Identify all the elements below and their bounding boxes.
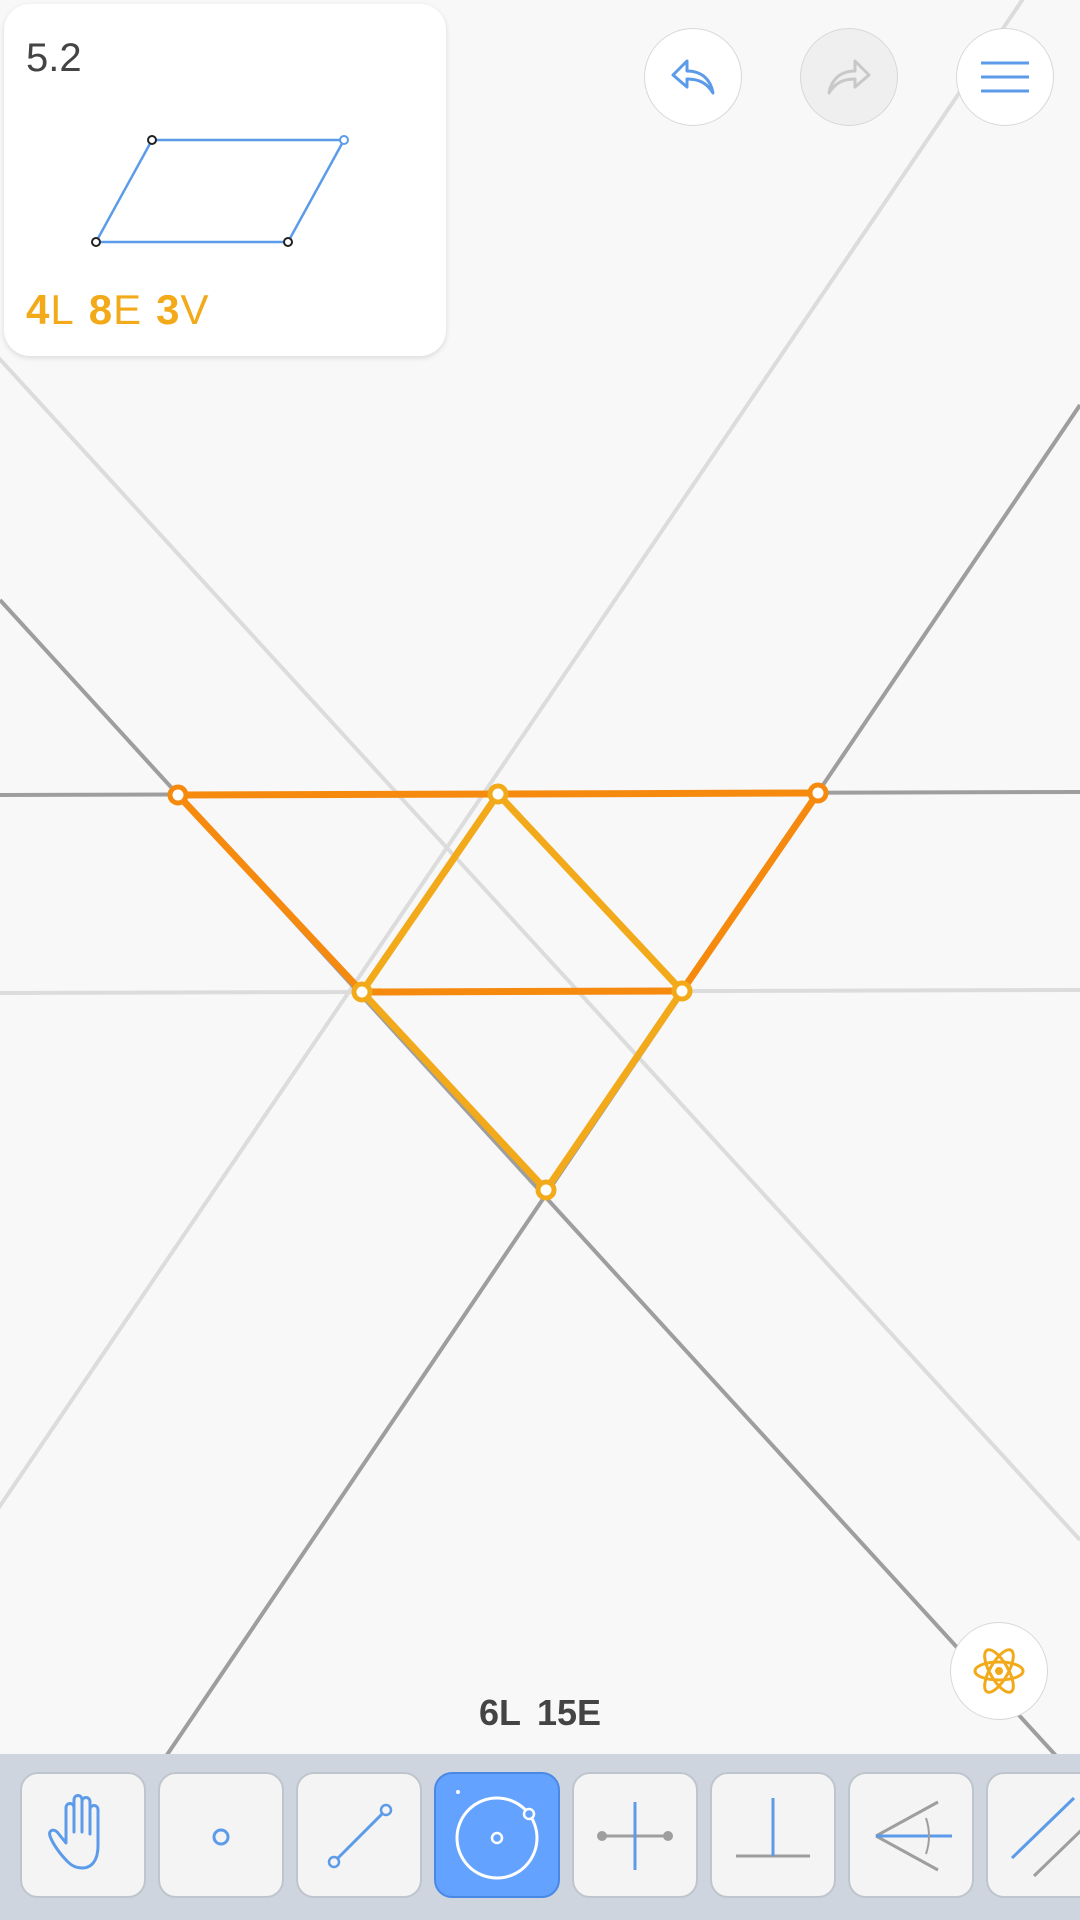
lines-count: 6L xyxy=(478,1692,521,1733)
faint-line xyxy=(0,356,1080,1542)
tool-circle[interactable] xyxy=(434,1772,560,1898)
tool-parallel[interactable] xyxy=(986,1772,1080,1898)
menu-button[interactable] xyxy=(956,28,1054,126)
point[interactable] xyxy=(351,981,373,1003)
circle-icon xyxy=(455,1790,539,1880)
yellow-segment xyxy=(358,988,550,1194)
tool-angle-bisector[interactable] xyxy=(848,1772,974,1898)
undo-icon xyxy=(671,59,715,95)
atom-icon xyxy=(973,1648,1025,1694)
perpendicular-bisector-icon xyxy=(597,1802,673,1870)
orange-segment xyxy=(174,791,366,996)
undo-button[interactable] xyxy=(644,28,742,126)
perpendicular-icon xyxy=(736,1798,810,1858)
point[interactable] xyxy=(487,783,509,805)
level-number: 5.2 xyxy=(26,36,82,80)
toolbar xyxy=(0,1754,1080,1920)
tool-line[interactable] xyxy=(296,1772,422,1898)
parallel-icon xyxy=(1010,1796,1080,1878)
point[interactable] xyxy=(671,980,693,1002)
orange-segment xyxy=(678,789,822,995)
tool-perpendicular-bisector[interactable] xyxy=(572,1772,698,1898)
yellow-segment xyxy=(358,790,502,996)
yellow-segment xyxy=(494,790,686,995)
goal-elements-unit: E xyxy=(113,286,143,333)
point[interactable] xyxy=(535,1179,557,1201)
goal-vertices-value: 3 xyxy=(156,286,181,333)
tool-point[interactable] xyxy=(158,1772,284,1898)
line-icon xyxy=(327,1803,393,1869)
menu-icon xyxy=(981,61,1029,93)
orange-segment xyxy=(358,987,686,996)
tool-move[interactable] xyxy=(20,1772,146,1898)
goal-preview xyxy=(91,135,349,247)
goal-vertices-unit: V xyxy=(180,286,210,333)
tool-perpendicular[interactable] xyxy=(710,1772,836,1898)
point[interactable] xyxy=(807,782,829,804)
redo-icon xyxy=(827,59,871,95)
hint-button[interactable] xyxy=(950,1622,1048,1720)
hand-icon xyxy=(48,1794,100,1870)
angle-bisector-icon xyxy=(875,1800,952,1872)
elements-count: 15E xyxy=(536,1692,602,1733)
goal-lines-value: 4 xyxy=(26,286,51,333)
yellow-segment xyxy=(542,987,686,1194)
faint-line xyxy=(0,0,1025,1510)
goal-lines-unit: L xyxy=(50,286,75,333)
goal-elements-value: 8 xyxy=(88,286,114,333)
point[interactable] xyxy=(167,784,189,806)
move-counter: 6L 15E xyxy=(0,1692,1080,1734)
point-icon xyxy=(212,1828,230,1846)
redo-button[interactable] xyxy=(800,28,898,126)
